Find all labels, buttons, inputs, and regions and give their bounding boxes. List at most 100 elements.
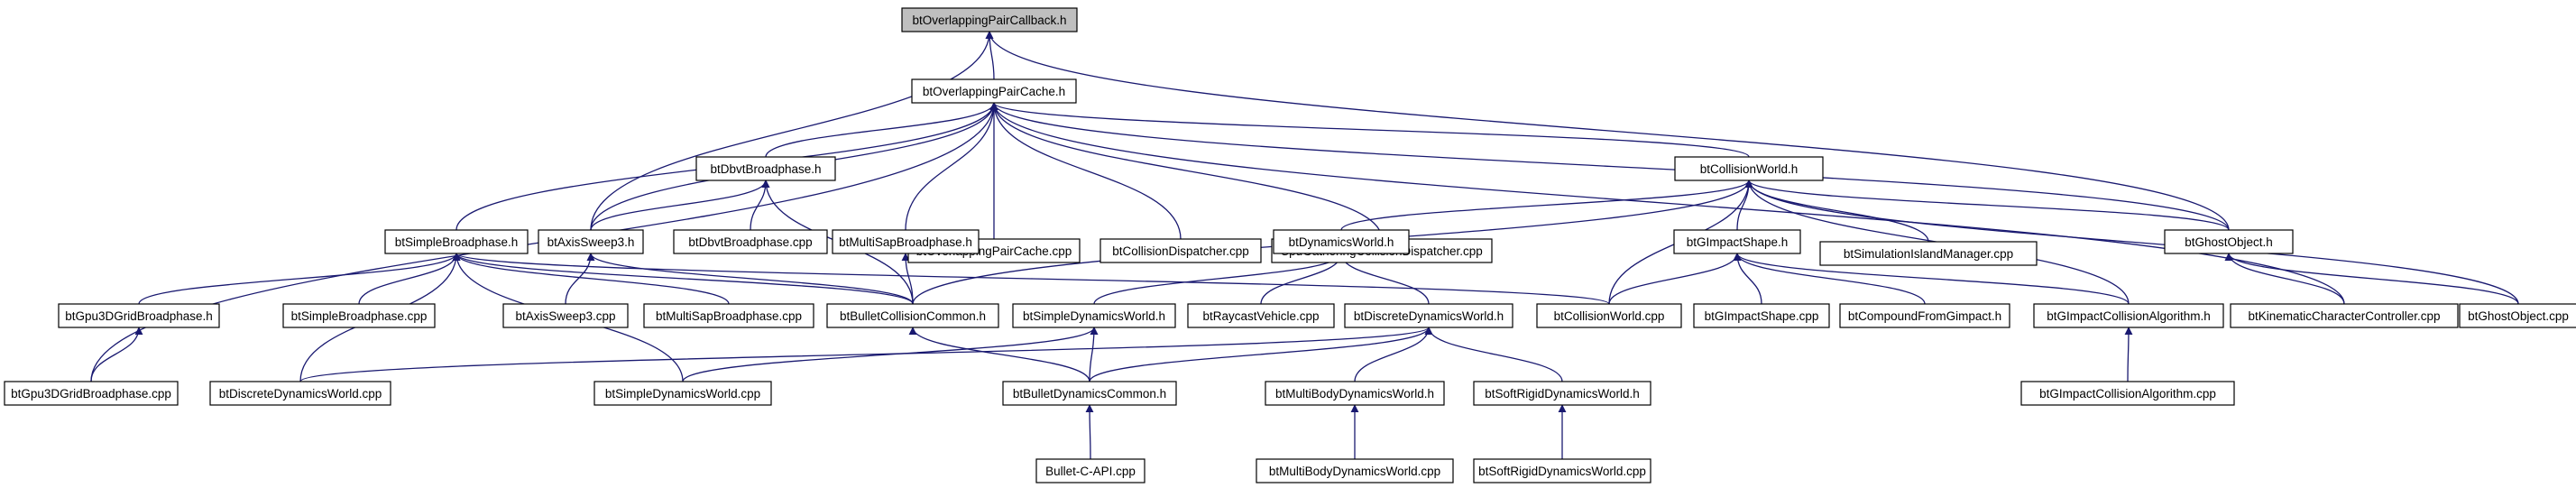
node-label: btSimulationIslandManager.cpp [1844, 247, 2013, 261]
node-box[interactable] [673, 229, 828, 254]
node-btoverlappingpaircallback-h[interactable]: btOverlappingPairCallback.h [901, 7, 1078, 32]
node-label: btDbvtBroadphase.h [710, 162, 821, 176]
node-box[interactable] [282, 303, 436, 328]
node-box[interactable] [826, 303, 999, 328]
edge-btghostobject-cpp-to-btghostobject-h [2224, 253, 2519, 305]
node-btsimpledynamicsworld-cpp[interactable]: btSimpleDynamicsWorld.cpp [593, 381, 772, 406]
node-btaxissweep3-cpp[interactable]: btAxisSweep3.cpp [502, 303, 629, 328]
node-label: btGhostObject.h [2185, 235, 2273, 249]
node-label: btCompoundFromGimpact.h [1848, 309, 2001, 323]
node-label: btDiscreteDynamicsWorld.cpp [219, 387, 382, 401]
node-label: btCollisionWorld.h [1700, 162, 1799, 176]
node-btcompoundfromgimpact-h[interactable]: btCompoundFromGimpact.h [1839, 303, 2010, 328]
node-btgpu3dgridbroadphase-cpp[interactable]: btGpu3DGridBroadphase.cpp [4, 381, 179, 406]
node-btraycastvehicle-cpp[interactable]: btRaycastVehicle.cpp [1187, 303, 1335, 328]
edge-btcompoundfromgimpact-h-to-btgimpactshape-h [1733, 253, 1926, 305]
node-btdiscretedynamicsworld-cpp[interactable]: btDiscreteDynamicsWorld.cpp [209, 381, 391, 406]
node-box[interactable] [1265, 381, 1445, 406]
edge-btgimpactcollisionalgorithm-cpp-to-btgimpactcollisionalgorithm-h [2124, 327, 2133, 382]
node-btgimpactcollisionalgorithm-cpp[interactable]: btGImpactCollisionAlgorithm.cpp [2020, 381, 2235, 406]
node-btcollisiondispatcher-cpp[interactable]: btCollisionDispatcher.cpp [1099, 238, 1262, 263]
node-btmultibodydynamicsworld-h[interactable]: btMultiBodyDynamicsWorld.h [1265, 381, 1445, 406]
node-btsimplebroadphase-cpp[interactable]: btSimpleBroadphase.cpp [282, 303, 436, 328]
node-box[interactable] [1344, 303, 1513, 328]
node-box[interactable] [502, 303, 629, 328]
node-btgimpactshape-cpp[interactable]: btGImpactShape.cpp [1693, 303, 1830, 328]
node-btdbvtbroadphase-h[interactable]: btDbvtBroadphase.h [695, 156, 836, 181]
node-box[interactable] [2033, 303, 2224, 328]
node-box[interactable] [384, 229, 529, 254]
node-box[interactable] [1099, 238, 1262, 263]
node-box[interactable] [832, 229, 980, 254]
edge-btmultisapbroadphase-cpp-to-btsimplebroadphase-h [452, 253, 730, 305]
node-btkinematiccharactercontroller-cpp[interactable]: btKinematicCharacterController.cpp [2230, 303, 2459, 328]
node-box[interactable] [1674, 156, 1824, 181]
node-label: btDbvtBroadphase.cpp [688, 235, 812, 249]
node-btcollisionworld-h[interactable]: btCollisionWorld.h [1674, 156, 1824, 181]
node-btmultibodydynamicsworld-cpp[interactable]: btMultiBodyDynamicsWorld.cpp [1256, 458, 1454, 483]
node-btsoftrigiddynamicsworld-h[interactable]: btSoftRigidDynamicsWorld.h [1473, 381, 1651, 406]
node-btghostobject-cpp[interactable]: btGhostObject.cpp [2459, 303, 2576, 328]
node-btmultisapbroadphase-cpp[interactable]: btMultiSapBroadphase.cpp [643, 303, 814, 328]
edge-btbulletdynamicscommon-h-to-btbulletcollisioncommon-h [908, 327, 1090, 382]
node-label: btSimpleDynamicsWorld.cpp [605, 387, 760, 401]
node-label: btDiscreteDynamicsWorld.h [1354, 309, 1504, 323]
node-box[interactable] [2020, 381, 2235, 406]
node-btcollisionworld-cpp[interactable]: btCollisionWorld.cpp [1536, 303, 1682, 328]
node-box[interactable] [1012, 303, 1176, 328]
node-box[interactable] [1839, 303, 2010, 328]
node-btsoftrigiddynamicsworld-cpp[interactable]: btSoftRigidDynamicsWorld.cpp [1473, 458, 1651, 483]
node-box[interactable] [4, 381, 179, 406]
node-box[interactable] [1187, 303, 1335, 328]
node-bullet-c-api-cpp[interactable]: Bullet-C-API.cpp [1035, 458, 1145, 483]
node-btgimpactcollisionalgorithm-h[interactable]: btGImpactCollisionAlgorithm.h [2033, 303, 2224, 328]
node-btaxissweep3-h[interactable]: btAxisSweep3.h [538, 229, 644, 254]
node-box[interactable] [1002, 381, 1177, 406]
edge-btcollisionworld-cpp-to-btgimpactshape-h [1608, 253, 1742, 305]
node-label: btMultiBodyDynamicsWorld.h [1275, 387, 1434, 401]
node-label: btSimpleDynamicsWorld.h [1023, 309, 1165, 323]
node-label: btGImpactCollisionAlgorithm.h [2047, 309, 2211, 323]
node-box[interactable] [643, 303, 814, 328]
node-btdbvtbroadphase-cpp[interactable]: btDbvtBroadphase.cpp [673, 229, 828, 254]
node-btsimpledynamicsworld-h[interactable]: btSimpleDynamicsWorld.h [1012, 303, 1176, 328]
node-btbulletdynamicscommon-h[interactable]: btBulletDynamicsCommon.h [1002, 381, 1177, 406]
node-btghostobject-h[interactable]: btGhostObject.h [2164, 229, 2294, 254]
node-btgimpactshape-h[interactable]: btGImpactShape.h [1673, 229, 1801, 254]
node-btdiscretedynamicsworld-h[interactable]: btDiscreteDynamicsWorld.h [1344, 303, 1513, 328]
node-box[interactable] [1819, 241, 2038, 266]
node-btdynamicsworld-h[interactable]: btDynamicsWorld.h [1273, 229, 1410, 254]
edge-btghostobject-h-to-btoverlappingpaircallback-h [985, 31, 2230, 231]
node-box[interactable] [209, 381, 391, 406]
node-box[interactable] [1256, 458, 1454, 483]
node-box[interactable] [1693, 303, 1830, 328]
node-box[interactable] [2230, 303, 2459, 328]
node-box[interactable] [1473, 381, 1651, 406]
edge-spugatheringcollisiondispatcher-cpp-to-btoverlappingpaircache-h [989, 102, 1383, 240]
node-box[interactable] [2164, 229, 2294, 254]
node-btoverlappingpaircache-h[interactable]: btOverlappingPairCache.h [911, 78, 1077, 104]
node-box[interactable] [593, 381, 772, 406]
node-label: btGpu3DGridBroadphase.h [65, 309, 213, 323]
node-btmultisapbroadphase-h[interactable]: btMultiSapBroadphase.h [832, 229, 980, 254]
edge-btghostobject-h-to-btcollisionworld-h [1744, 180, 2230, 231]
node-box[interactable] [538, 229, 644, 254]
node-box[interactable] [2459, 303, 2576, 328]
node-label: btMultiSapBroadphase.cpp [656, 309, 802, 323]
node-btbulletcollisioncommon-h[interactable]: btBulletCollisionCommon.h [826, 303, 999, 328]
node-btsimplebroadphase-h[interactable]: btSimpleBroadphase.h [384, 229, 529, 254]
node-btsimulationislandmanager-cpp[interactable]: btSimulationIslandManager.cpp [1819, 241, 2038, 266]
node-box[interactable] [1536, 303, 1682, 328]
node-box[interactable] [1673, 229, 1801, 254]
node-box[interactable] [58, 303, 220, 328]
edge-btcollisiondispatcher-cpp-to-btoverlappingpaircache-h [989, 102, 1182, 240]
node-box[interactable] [695, 156, 836, 181]
node-box[interactable] [911, 78, 1077, 104]
node-box[interactable] [1273, 229, 1410, 254]
node-box[interactable] [1473, 458, 1651, 483]
node-btgpu3dgridbroadphase-h[interactable]: btGpu3DGridBroadphase.h [58, 303, 220, 328]
node-box[interactable] [1035, 458, 1145, 483]
node-label: btCollisionWorld.cpp [1554, 309, 1665, 323]
node-label: btSoftRigidDynamicsWorld.h [1485, 387, 1640, 401]
node-box[interactable] [901, 7, 1078, 32]
